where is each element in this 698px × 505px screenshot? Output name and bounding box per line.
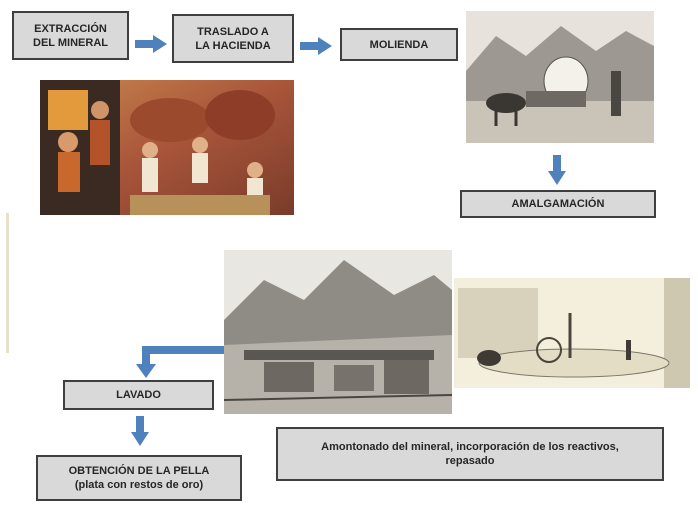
margin-rule [6,213,9,353]
patio-scene-image [454,278,690,388]
step-transfer: TRASLADO A LA HACIENDA [172,14,294,63]
step-washing: LAVADO [63,380,214,410]
arrow-down-2 [131,416,149,446]
hacienda-scene-image [224,250,452,414]
arrow-right-1 [135,35,167,53]
arrow-right-2 [300,37,332,55]
step-amalgamation: AMALGAMACIÓN [460,190,656,218]
arrow-elbow [136,346,228,378]
mill-scene-image [466,11,654,143]
mine-scene-image [40,80,294,215]
step-milling: MOLIENDA [340,28,458,61]
step-pella: OBTENCIÓN DE LA PELLA (plata con restos … [36,455,242,501]
step-heaping: Amontonado del mineral, incorporación de… [276,427,664,481]
step-extraction: EXTRACCIÓN DEL MINERAL [12,11,129,60]
arrow-down-1 [548,155,566,185]
